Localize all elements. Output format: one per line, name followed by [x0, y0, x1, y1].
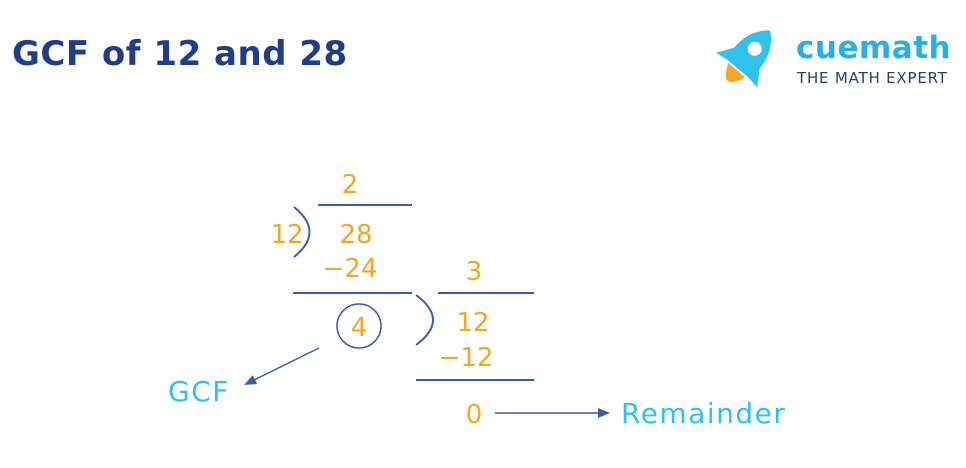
division-1-quotient: 2: [342, 170, 359, 200]
division-1-divisor: 12: [270, 220, 303, 250]
gcf-arrow: [244, 347, 320, 385]
gcf-highlight-circle: [336, 303, 382, 349]
division-1-bracket: [293, 206, 311, 258]
division-2-dividend: 12: [456, 308, 489, 338]
division-2-bracket: [415, 294, 434, 346]
cuemath-logo: cuemath THE MATH EXPERT: [702, 18, 962, 98]
brand-name: cuemath: [796, 30, 952, 66]
rocket-icon: [716, 30, 771, 88]
brand-tagline: THE MATH EXPERT: [797, 69, 948, 87]
division-1-dividend: 28: [339, 220, 372, 250]
division-1-product: −24: [323, 254, 378, 284]
division-1-remainder: 4: [351, 313, 368, 343]
gcf-label: GCF: [168, 375, 230, 408]
division-2-quotient: 3: [466, 257, 483, 287]
division-2-remainder: 0: [466, 400, 483, 430]
remainder-label: Remainder: [621, 397, 786, 430]
page-title: GCF of 12 and 28: [12, 34, 348, 74]
division-2-product: −12: [439, 343, 494, 373]
